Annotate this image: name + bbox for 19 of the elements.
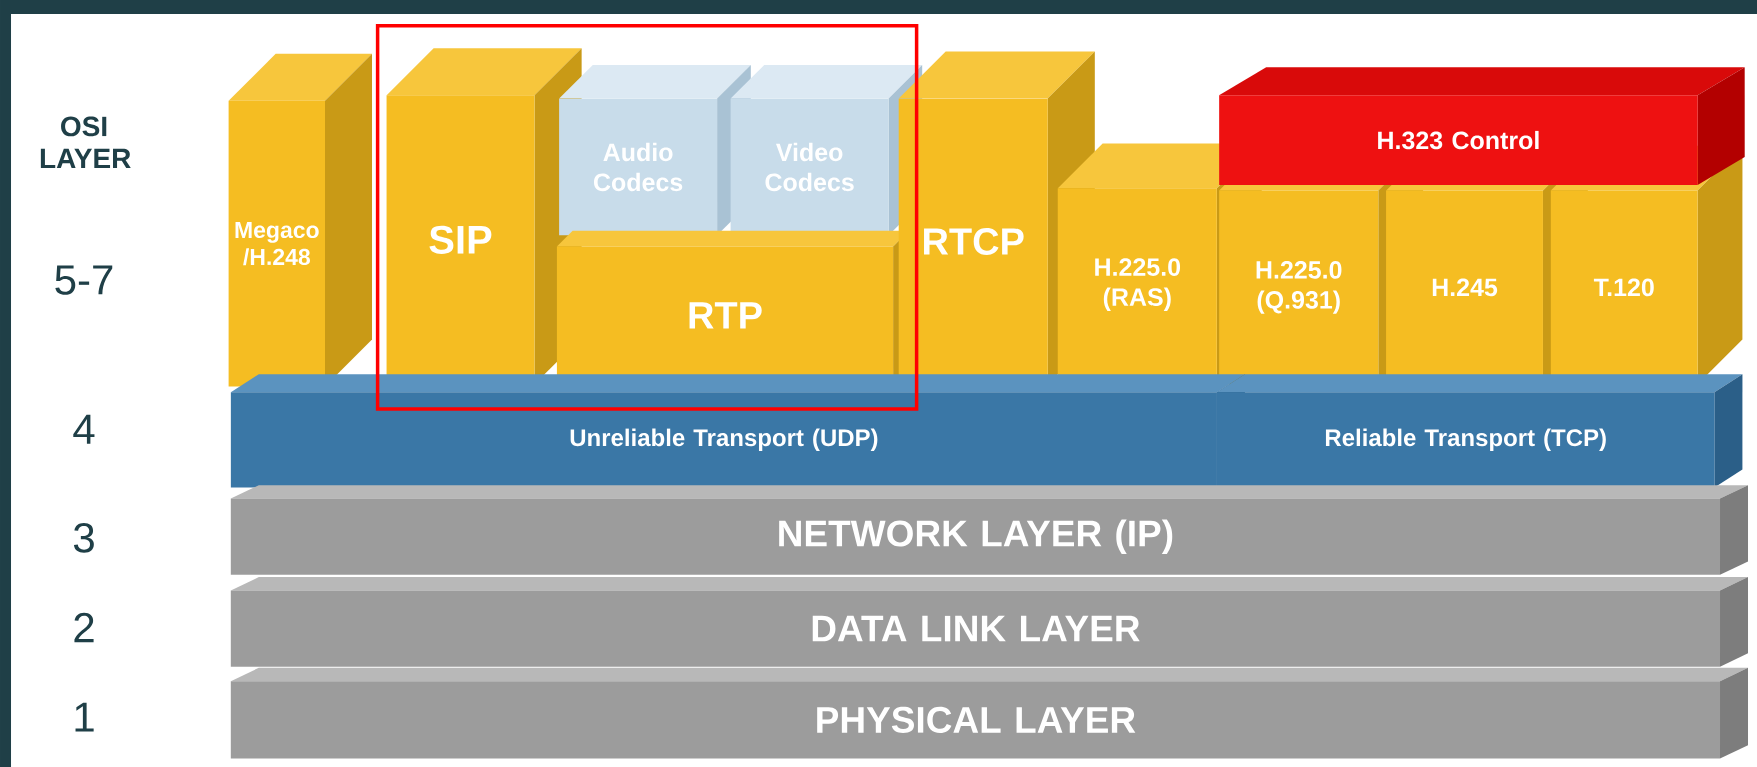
layer-block: Megaco /H.248 [228,53,372,387]
layer-number: 1 [75,702,94,732]
layer-block: Unreliable Transport (UDP) [230,374,1245,488]
node-label: H.225.0 (RAS) [1095,258,1181,311]
layer-number: OSI LAYER [40,116,131,169]
layer-block: Reliable Transport (TCP) [1216,374,1743,488]
layer-block: PHYSICAL LAYER [230,667,1748,759]
node-label: Unreliable Transport (UDP) [570,428,878,451]
node-label: H.245 [1432,278,1498,297]
layer-number: 3 [73,523,94,553]
layer-block: H.323 Control [1219,67,1745,185]
layer-block: DATA LINK LAYER [230,577,1748,667]
node-label: RTCP [924,228,1024,255]
layer-number: 5-7 [55,265,113,295]
layer-block: RTP [556,230,909,385]
layer-block: NETWORK LAYER (IP) [230,485,1748,575]
layer-number: 4 [73,414,95,444]
layer-number: 2 [74,612,94,643]
node-label: Reliable Transport (TCP) [1325,428,1606,451]
